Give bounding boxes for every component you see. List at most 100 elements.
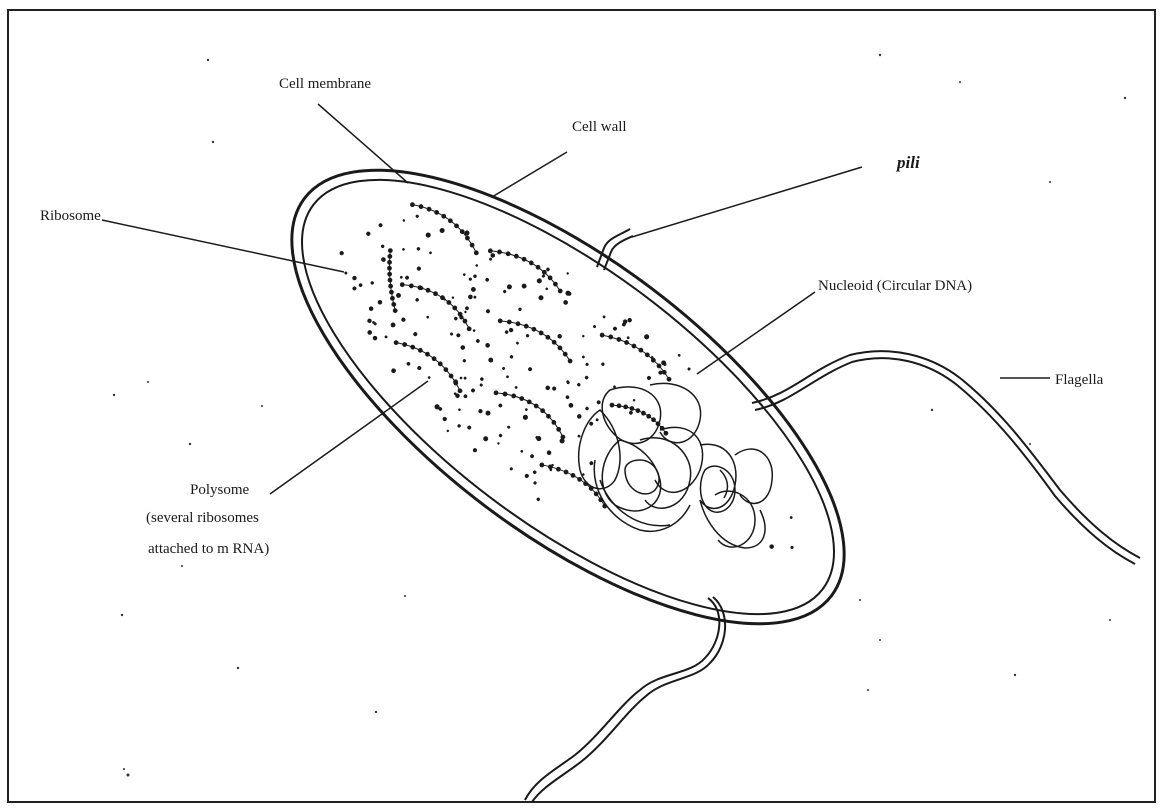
polysome-ribosome — [417, 284, 424, 291]
ribosome-dot — [439, 227, 446, 234]
ribosome-dot — [457, 424, 462, 429]
ribosome-dot — [427, 376, 431, 380]
ribosome-dot — [687, 367, 691, 371]
ribosome-dot — [533, 481, 538, 486]
ribosome-dot — [470, 388, 476, 394]
polysome-ribosome — [638, 347, 645, 354]
ribosome-dot — [532, 470, 537, 475]
ribosome-dot — [489, 257, 493, 261]
polysome-mrna — [490, 238, 563, 299]
ribosome-dot — [415, 214, 419, 218]
polysome-ribosome — [538, 462, 545, 469]
ribosome-dot — [585, 406, 590, 411]
ribosome-dot — [412, 331, 418, 337]
ribosome-dot — [399, 275, 403, 279]
polysome-mrna — [602, 326, 673, 383]
ribosome-dot — [577, 434, 581, 438]
ribosome-dot — [449, 332, 453, 336]
ribosome-dot — [368, 305, 374, 311]
ribosome-dot — [626, 336, 630, 340]
label-flagella: Flagella — [1055, 372, 1104, 388]
polysome-ribosome — [505, 250, 512, 257]
polysome-ribosome — [387, 277, 394, 284]
ribosome-dot — [463, 376, 467, 380]
polysome-ribosome — [440, 213, 447, 220]
ribosome-dot — [585, 362, 589, 366]
ribosome-dot — [582, 334, 585, 337]
polysome-ribosome — [408, 282, 415, 289]
polysome-ribosome — [635, 407, 642, 414]
ribosome-dot — [525, 333, 530, 338]
ribosome-dot — [601, 362, 606, 367]
ribosome-dot — [442, 416, 448, 422]
ribosome-dot — [380, 256, 386, 262]
polysome-ribosome — [555, 466, 562, 473]
ribosome-dot — [506, 375, 510, 379]
polysome-ribosome — [533, 403, 540, 410]
polysome-chains — [331, 181, 703, 517]
ribosome-dot — [536, 497, 541, 502]
ribosome-dot — [458, 408, 462, 412]
label-polysome-line1: Polysome — [190, 482, 250, 498]
polysome-ribosome — [469, 242, 476, 249]
label-ribosome: Ribosome — [40, 208, 101, 224]
ribosome-dot — [462, 358, 467, 363]
ribosome-dot — [524, 408, 528, 412]
polysome-ribosome — [622, 404, 629, 411]
ribosome-dot — [460, 344, 466, 350]
polysome-ribosome — [426, 206, 433, 213]
polysome-ribosome — [513, 253, 520, 260]
ribosome-dot — [479, 377, 484, 382]
label-cell-membrane: Cell membrane — [279, 76, 371, 92]
ribosome-dot — [769, 543, 775, 549]
label-pili: pili — [895, 153, 920, 172]
ribosome-dot — [524, 473, 530, 479]
polysome-ribosome — [506, 319, 513, 326]
polysome-ribosome — [663, 430, 670, 437]
polysome-ribosome — [629, 405, 636, 412]
polysome-mrna — [542, 456, 609, 510]
polysome-ribosome — [531, 326, 538, 333]
label-polysome-line2: (several ribosomes — [146, 510, 259, 526]
polysome-ribosome — [386, 253, 393, 260]
ribosome-dot — [612, 326, 618, 332]
polysome-ribosome — [387, 247, 394, 254]
ribosome-dot — [426, 315, 430, 319]
ribosome-dot — [592, 324, 596, 328]
polysome-ribosome — [666, 376, 673, 383]
ribosome-dot — [462, 273, 466, 277]
ribosome-dot — [537, 294, 544, 301]
ribosome-dot — [502, 289, 507, 294]
ribosome-dot — [562, 299, 569, 306]
polysome-ribosome — [425, 287, 432, 294]
ribosome-dot — [475, 264, 479, 268]
flagellum-bottom — [525, 598, 719, 800]
ribosome-dot — [339, 250, 345, 256]
ribosome-dot — [459, 376, 463, 380]
ribosome-dot — [529, 454, 534, 459]
ribosome-dot — [485, 410, 492, 417]
polysome-ribosome — [631, 343, 638, 350]
label-nucleoid: Nucleoid (Circular DNA) — [818, 278, 972, 294]
ribosome-dot — [352, 286, 358, 292]
ribosome-dot — [482, 435, 489, 442]
polysome-ribosome — [640, 410, 647, 417]
ribosome-dots — [292, 154, 846, 641]
polysome-ribosome — [399, 281, 406, 288]
ribosome-dot — [446, 429, 449, 432]
leader-nucleoid — [697, 292, 815, 374]
label-cell-wall: Cell wall — [572, 119, 627, 135]
ribosome-dot — [551, 386, 557, 392]
ribosome-dot — [390, 322, 397, 329]
ribosome-dot — [475, 338, 480, 343]
polysome-ribosome — [433, 209, 440, 216]
ribosome-dot — [351, 275, 357, 281]
polysome-mrna — [496, 382, 568, 441]
label-polysome-line3: attached to m RNA) — [148, 541, 269, 557]
polysome-ribosome — [616, 402, 623, 409]
ribosome-dot — [378, 222, 383, 227]
ribosome-dot — [628, 410, 633, 415]
ribosome-dot — [545, 385, 551, 391]
polysome-ribosome — [616, 336, 623, 343]
